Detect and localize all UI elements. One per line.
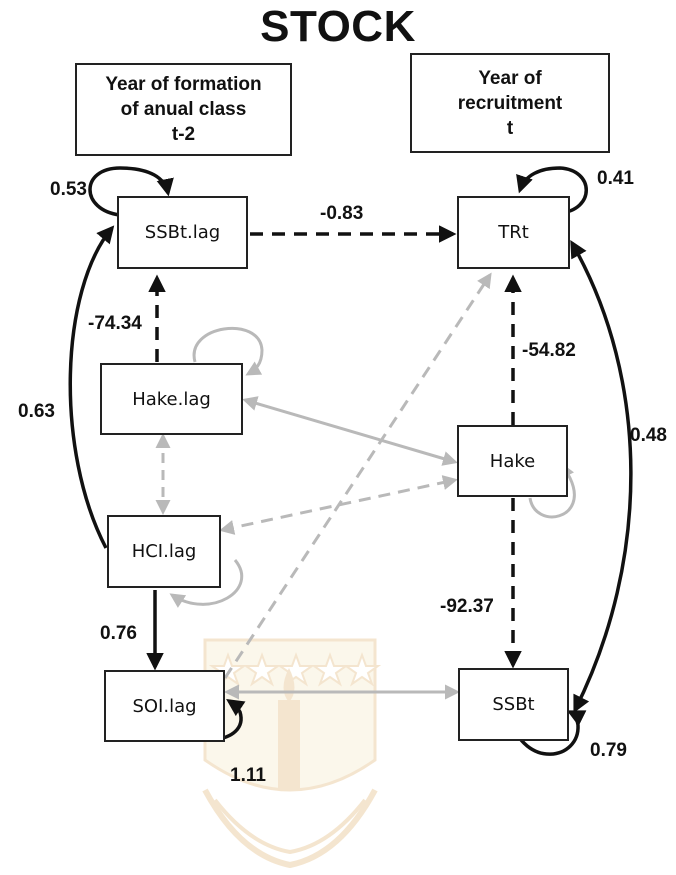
coef-hci-lag-soi-lag: 0.76 [100,623,137,644]
header-right-line3: t [506,117,514,139]
coef-ssbt-lag-self: 0.53 [50,179,87,200]
hci-lag-self-loop [169,559,244,608]
header-left: Year of formation of anual class t-2 [75,63,292,156]
node-trt: TRt [457,196,570,269]
node-hake-lag: Hake.lag [100,363,243,435]
trt-ssbt-curve [570,239,633,714]
ssbt-self-loop [508,710,587,756]
hci-lag-ssbt-lag-curve [68,225,115,549]
ssbt-lag-self-loop [88,166,174,217]
node-hci-lag: HCI.lag [107,515,221,588]
coef-hake-lag-ssbt-lag: -74.34 [88,313,142,334]
node-ssbt-lag: SSBt.lag [117,196,248,269]
hake-lag-hake-solid [242,396,458,466]
coef-ssbt-lag-trt: -0.83 [320,203,364,224]
coef-hake-trt: -54.82 [522,340,576,361]
coef-hci-lag-ssbt-lag: 0.63 [18,401,55,422]
coef-ssbt-self: 0.79 [590,740,627,761]
node-hake: Hake [457,425,568,497]
node-ssbt: SSBt [458,668,569,741]
soi-lag-trt-dashed [223,272,492,679]
header-right: Year of recruitment t [410,53,610,153]
header-left-line1: Year of formation [105,74,262,95]
diagram-title: STOCK [260,2,416,51]
coef-trt-self: 0.41 [597,168,634,189]
coef-trt-ssbt: 0.48 [630,425,667,446]
coef-hake-ssbt: -92.37 [440,596,494,617]
header-right-line1: Year of [478,67,542,89]
hake-lag-self-loop [192,327,264,376]
node-soi-lag: SOI.lag [104,670,225,742]
coef-soi-lag-self: 1.11 [230,765,266,786]
header-right-line2: recruitment [457,92,563,114]
trt-self-loop [516,166,588,215]
header-left-line2: of anual class [120,99,247,120]
header-left-line3: t-2 [171,124,196,145]
